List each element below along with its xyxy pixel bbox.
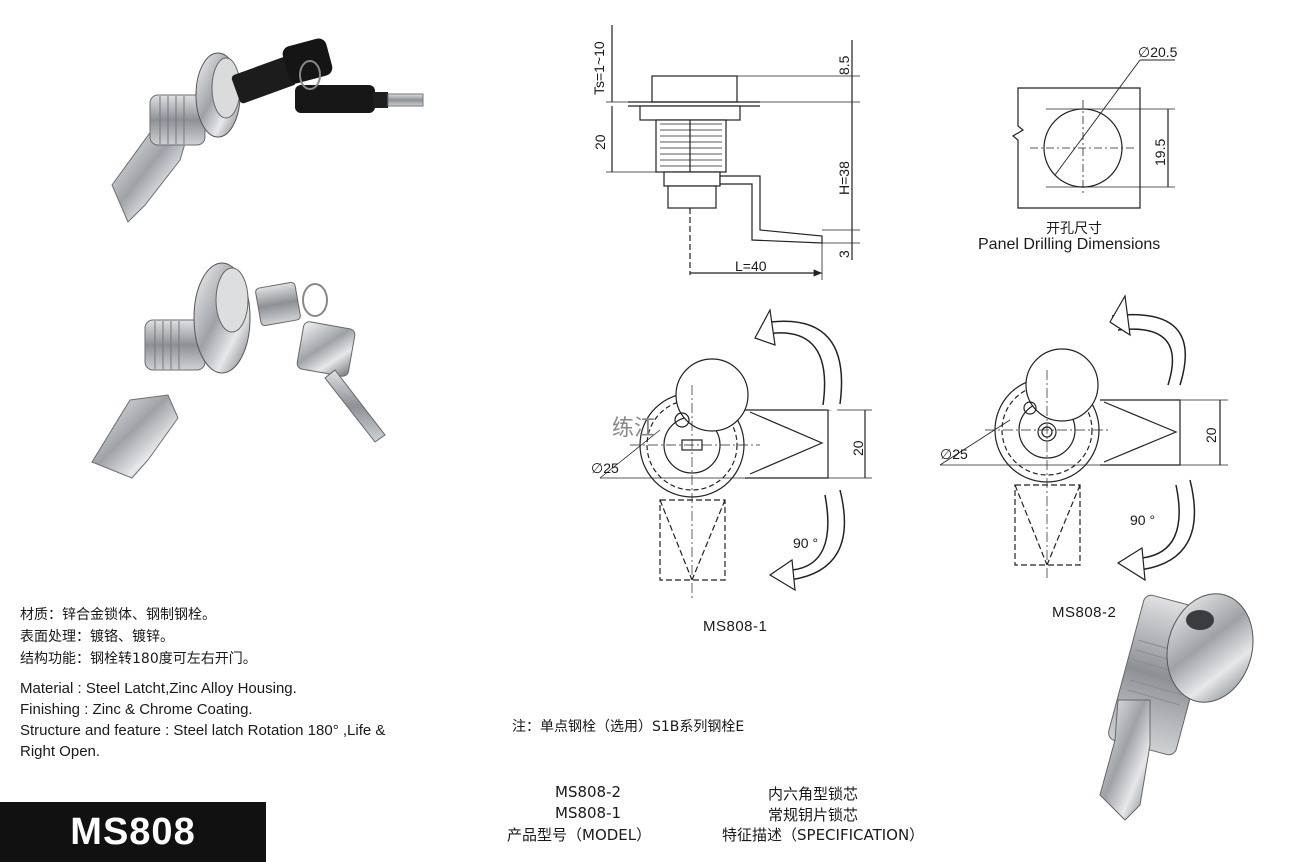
table-row-model: MS808-2 — [555, 783, 622, 801]
table-header-spec: 特征描述（SPECIFICATION） — [722, 826, 925, 844]
view1-caption: MS808-1 — [703, 618, 768, 635]
panel-drilling-drawing — [1011, 59, 1175, 209]
spec-structure-cn: 结构功能：钢栓转180度可左右开门。 — [20, 651, 257, 667]
view2-diameter: ∅25 — [940, 446, 968, 462]
view2-caption: MS808-2 — [1052, 604, 1117, 621]
dim-l: L=40 — [735, 258, 767, 274]
latch-note: 注：单点钢栓（选用）S1B系列钢栓E — [512, 719, 745, 735]
panel-label-en: Panel Drilling Dimensions — [978, 236, 1161, 253]
dim-3: 3 — [836, 250, 852, 258]
table-header-model: 产品型号（MODEL） — [507, 826, 652, 844]
panel-label-cn: 开孔尺寸 — [1046, 221, 1102, 237]
view2-width: 20 — [1203, 427, 1219, 443]
panel-diameter: ∅20.5 — [1138, 44, 1178, 60]
lock-photo-1 — [111, 38, 424, 223]
spec-finishing-en: Finishing : Zinc & Chrome Coating. — [20, 701, 253, 718]
table-row-spec: 常规钥片锁芯 — [768, 806, 859, 824]
watermark: 练江 — [612, 416, 657, 441]
dim-20-side: 20 — [592, 134, 608, 150]
view2-angle: 90 ° — [1130, 512, 1156, 528]
table-row-spec: 内六角型锁芯 — [768, 785, 859, 803]
spec-finishing-cn: 表面处理：镀铬、镀锌。 — [20, 629, 174, 645]
lock-photo-2 — [91, 262, 386, 479]
view1-angle: 90 ° — [793, 535, 819, 551]
lock-photo-3 — [1099, 593, 1254, 821]
view1-width: 20 — [850, 440, 866, 456]
dim-h: H=38 — [836, 161, 852, 195]
spec-structure-en-cont: Right Open. — [20, 743, 101, 760]
side-view-drawing — [606, 25, 860, 280]
spec-material-cn: 材质：锌合金锁体、钢制钢栓。 — [20, 607, 216, 623]
model-badge: MS808 — [0, 802, 266, 862]
table-row-model: MS808-1 — [555, 804, 622, 822]
dim-ts: Ts=1~10 — [591, 41, 607, 95]
front-view-1-drawing — [599, 308, 872, 600]
spec-material-en: Material : Steel Latcht,Zinc Alloy Housi… — [20, 680, 297, 697]
front-view-2-drawing — [939, 294, 1228, 582]
panel-height: 19.5 — [1152, 138, 1168, 166]
dim-8-5: 8.5 — [836, 55, 852, 75]
view1-diameter: ∅25 — [591, 460, 619, 476]
spec-structure-en: Structure and feature : Steel latch Rota… — [20, 722, 386, 739]
